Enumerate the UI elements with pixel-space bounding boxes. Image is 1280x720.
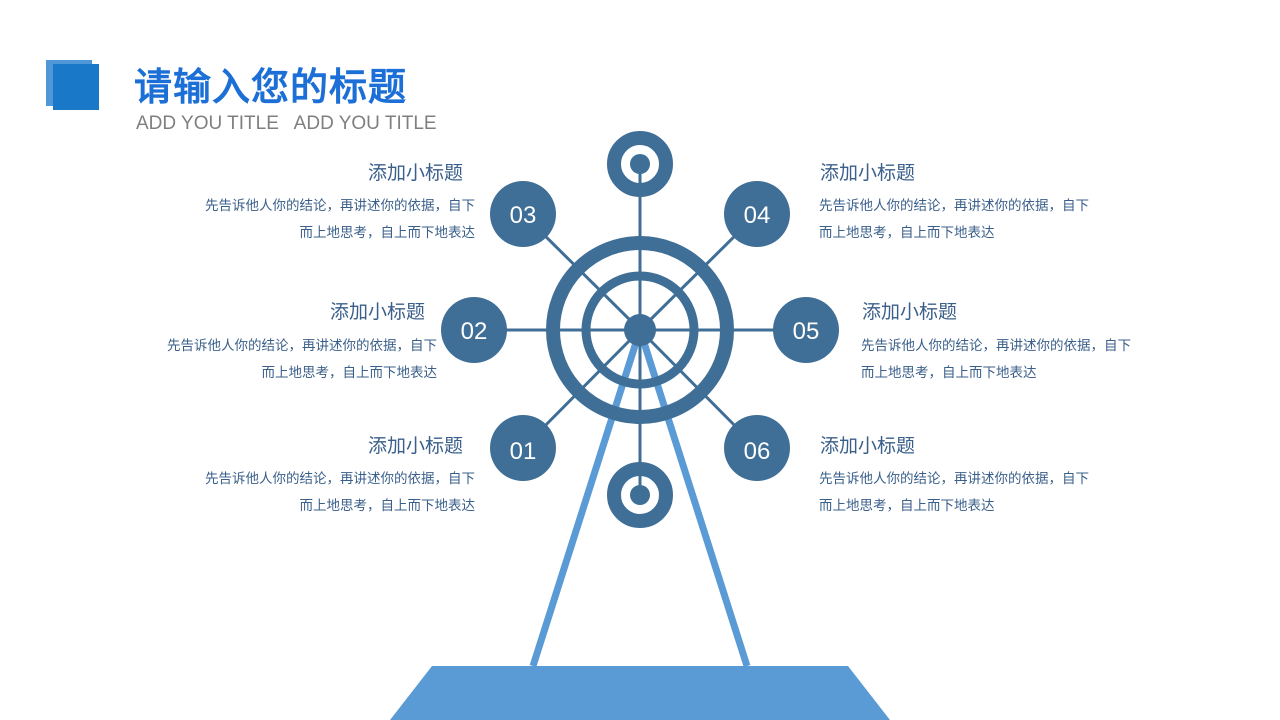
item-02-desc: 先告诉他人你的结论，再讲述你的依据，自下 而上地思考，自上而下地表达 [137, 333, 437, 387]
node-number: 05 [793, 318, 820, 345]
item-06-desc: 先告诉他人你的结论，再讲述你的依据，自下 而上地思考，自上而下地表达 [819, 466, 1119, 520]
item-05-desc-line1: 先告诉他人你的结论，再讲述你的依据，自下 [861, 338, 1131, 354]
wheel-hub [624, 314, 656, 346]
item-03-heading: 添加小标题 [368, 162, 464, 184]
item-02-desc-line1: 先告诉他人你的结论，再讲述你的依据，自下 [167, 338, 437, 354]
item-01-desc-line1: 先告诉他人你的结论，再讲述你的依据，自下 [205, 471, 475, 487]
node-06 [724, 415, 790, 481]
base-platform [390, 666, 890, 720]
wheel-inner-ring [581, 271, 699, 389]
item-03-desc: 先告诉他人你的结论，再讲述你的依据，自下 而上地思考，自上而下地表达 [175, 193, 475, 247]
item-04-desc: 先告诉他人你的结论，再讲述你的依据，自下 而上地思考，自上而下地表达 [819, 193, 1119, 247]
item-04-desc-line2: 而上地思考，自上而下地表达 [819, 225, 995, 241]
item-01-heading: 添加小标题 [368, 435, 464, 457]
node-01 [490, 415, 556, 481]
item-03-desc-line1: 先告诉他人你的结论，再讲述你的依据，自下 [205, 198, 475, 214]
item-03-desc-line2: 而上地思考，自上而下地表达 [299, 225, 476, 241]
page-subtitle: ADD YOU TITLE ADD YOU TITLE [136, 113, 437, 134]
cabin-top [607, 131, 673, 197]
cabin-bottom [607, 462, 673, 528]
cabin-bottom-dot [630, 485, 650, 505]
item-06-heading: 添加小标题 [820, 435, 916, 457]
node-number: 01 [510, 438, 537, 465]
cabin-top-dot [630, 154, 650, 174]
wheel-outer-ring [546, 236, 734, 424]
item-01-desc: 先告诉他人你的结论，再讲述你的依据，自下 而上地思考，自上而下地表达 [175, 466, 475, 520]
node-number: 03 [510, 202, 537, 229]
node-number: 06 [744, 438, 771, 465]
node-04 [724, 181, 790, 247]
page-title: 请输入您的标题 [134, 65, 408, 109]
item-04-heading: 添加小标题 [820, 162, 916, 184]
item-02-desc-line2: 而上地思考，自上而下地表达 [261, 365, 438, 381]
item-05-desc-line2: 而上地思考，自上而下地表达 [861, 365, 1037, 381]
node-03 [490, 181, 556, 247]
item-06-desc-line2: 而上地思考，自上而下地表达 [819, 498, 995, 514]
node-number: 04 [744, 202, 771, 229]
node-number: 02 [461, 318, 488, 345]
item-04-desc-line1: 先告诉他人你的结论，再讲述你的依据，自下 [819, 198, 1089, 214]
node-02 [441, 297, 507, 363]
item-05-heading: 添加小标题 [862, 301, 958, 323]
logo-square-front [53, 64, 99, 110]
item-06-desc-line1: 先告诉他人你的结论，再讲述你的依据，自下 [819, 471, 1089, 487]
item-05-desc: 先告诉他人你的结论，再讲述你的依据，自下 而上地思考，自上而下地表达 [861, 333, 1161, 387]
item-01-desc-line2: 而上地思考，自上而下地表达 [299, 498, 476, 514]
item-02-heading: 添加小标题 [330, 301, 426, 323]
stand-leg-right [636, 328, 751, 668]
stand-leg-left [529, 328, 644, 668]
node-05 [773, 297, 839, 363]
